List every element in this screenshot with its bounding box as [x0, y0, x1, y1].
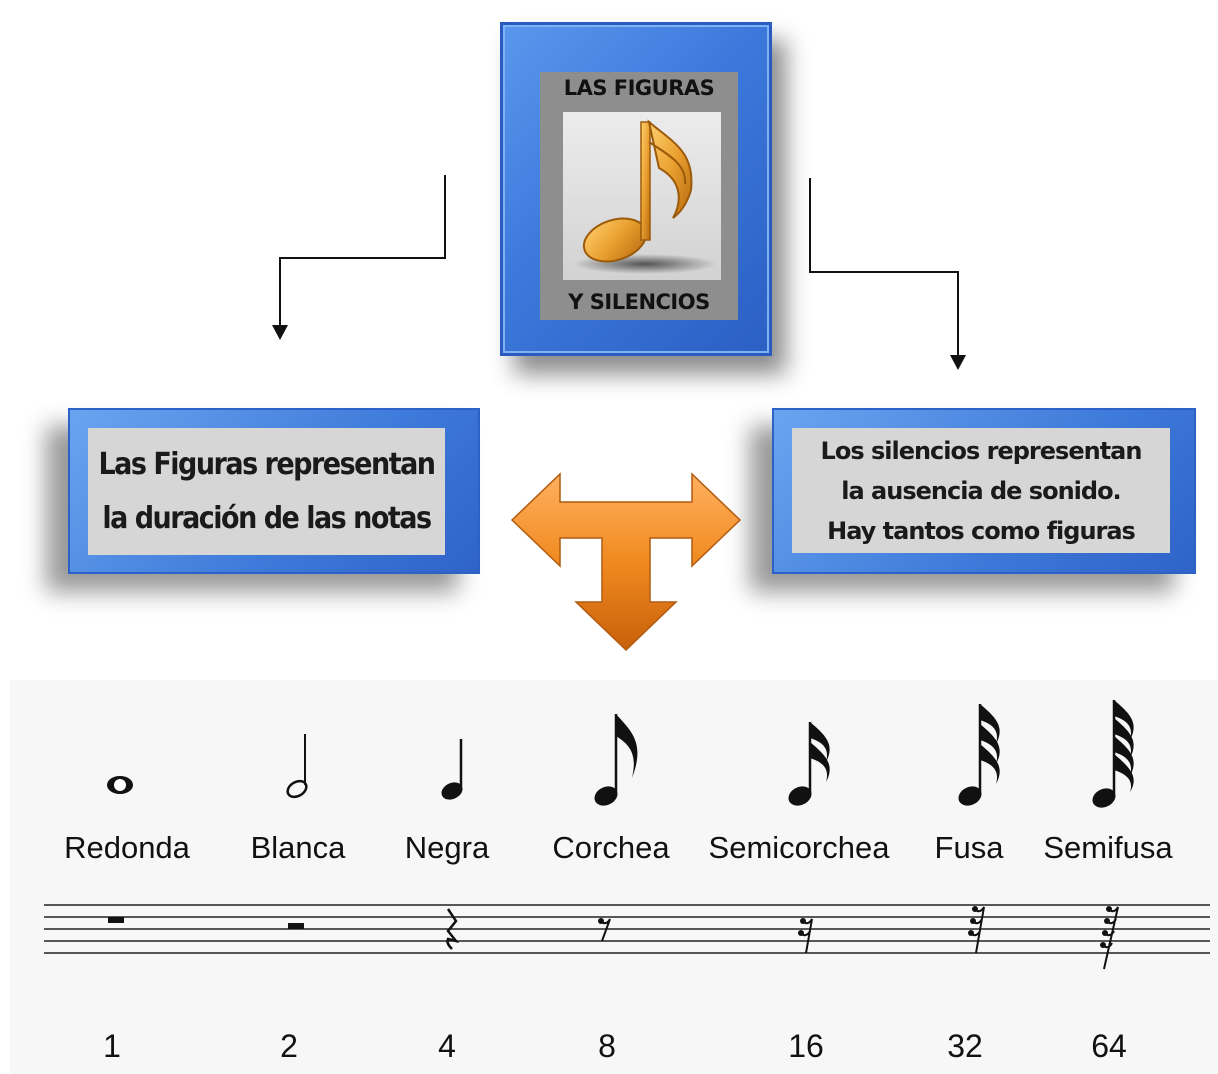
thirty-second-rest-icon	[968, 906, 985, 954]
figure-value-16: 16	[788, 1028, 824, 1064]
eighth-rest-icon	[598, 918, 611, 942]
t-arrow-icon	[510, 472, 742, 652]
left-arrowhead	[272, 325, 288, 340]
half-rest-icon	[288, 923, 304, 929]
figures-card-line-1: Las Figuras representan	[98, 446, 436, 482]
title-line-1: LAS FIGURAS	[563, 76, 715, 100]
note-panel	[563, 112, 721, 280]
right-connector	[809, 178, 959, 360]
connector-arrows	[272, 175, 966, 370]
figure-value-4: 4	[438, 1028, 456, 1064]
quarter-note-icon	[441, 739, 463, 800]
figures-table-bg	[10, 680, 1218, 1074]
sixteenth-note-icon	[788, 722, 830, 806]
figures-card-inner: Las Figuras representan la duración de l…	[88, 428, 445, 555]
title-line-2: Y SILENCIOS	[568, 290, 710, 314]
figure-name-redonda: Redonda	[64, 830, 190, 865]
left-connector	[279, 175, 446, 330]
note-figures	[107, 700, 1134, 808]
staff-lines	[44, 904, 1210, 954]
figure-name-corchea: Corchea	[552, 830, 670, 865]
half-note-icon	[286, 734, 308, 799]
figure-name-fusa: Fusa	[934, 830, 1004, 865]
silences-card-line-1: Los silencios representan	[820, 436, 1143, 465]
silences-card-line-3: Hay tantos como figuras	[827, 516, 1136, 545]
rest-staff	[44, 904, 1210, 970]
figure-name-blanca: Blanca	[250, 830, 346, 865]
figure-value-32: 32	[947, 1028, 983, 1064]
figure-value-64: 64	[1091, 1028, 1127, 1064]
figures-card-line-2: la duración de las notas	[102, 500, 432, 536]
silences-card-line-2: la ausencia de sonido.	[841, 476, 1121, 505]
sixteenth-rest-icon	[798, 918, 813, 954]
eighth-note-figure-icon	[594, 714, 638, 806]
quarter-rest-icon	[446, 908, 460, 950]
figure-value-8: 8	[598, 1028, 616, 1064]
thirty-second-note-icon	[958, 704, 1000, 806]
whole-rest-icon	[108, 917, 124, 923]
right-arrowhead	[950, 355, 966, 370]
silences-card-inner: Los silencios representan la ausencia de…	[792, 428, 1170, 553]
sixty-fourth-rest-icon	[1100, 906, 1119, 970]
whole-note-icon	[107, 776, 133, 794]
figure-value-1: 1	[103, 1028, 121, 1064]
figure-name-semifusa: Semifusa	[1043, 830, 1173, 865]
figure-value-2: 2	[280, 1028, 298, 1064]
figure-name-negra: Negra	[404, 830, 490, 865]
figure-name-semicorchea: Semicorchea	[708, 830, 890, 865]
sixty-fourth-note-icon	[1092, 700, 1134, 808]
eighth-note-icon	[573, 119, 717, 274]
